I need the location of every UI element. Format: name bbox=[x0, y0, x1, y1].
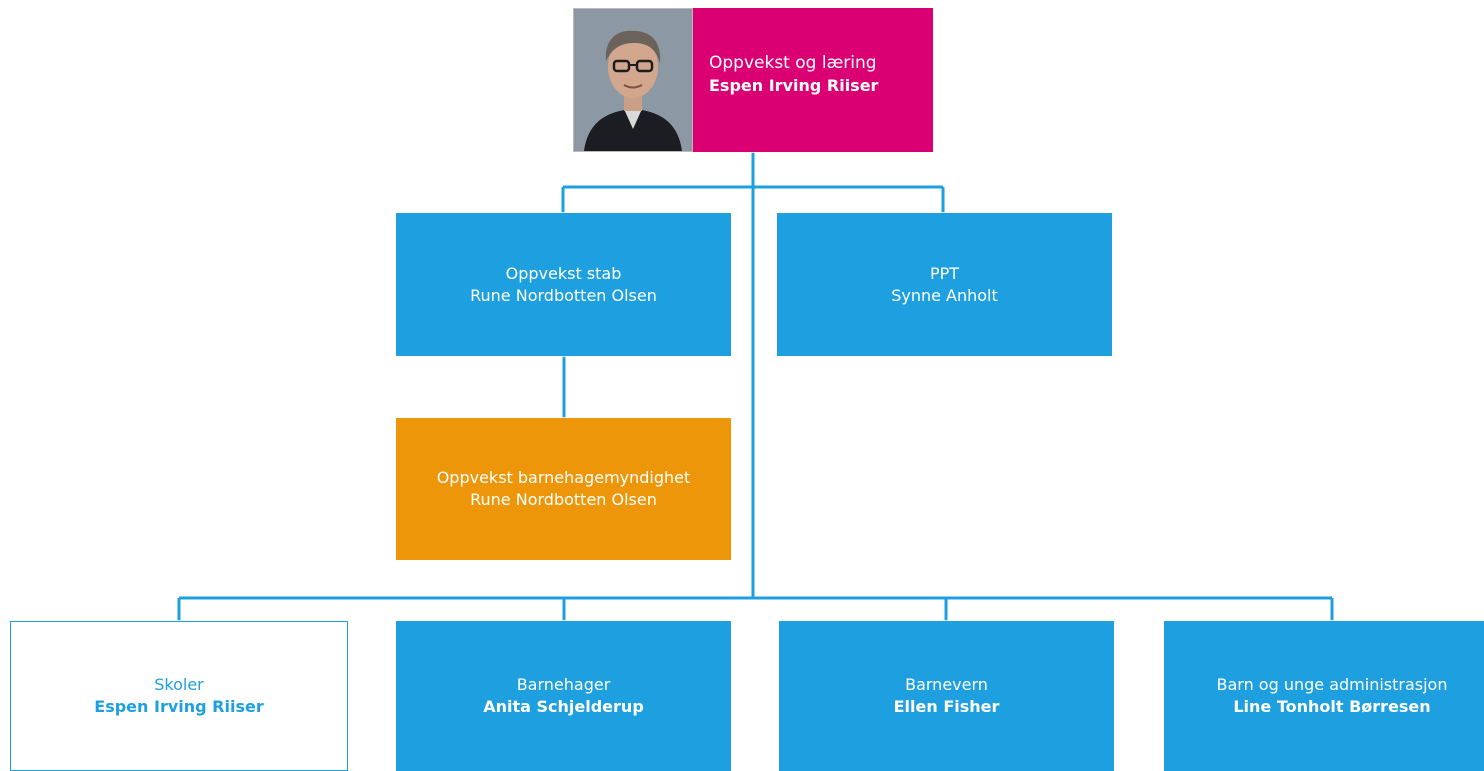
root-label: Oppvekst og læring Espen Irving Riiser bbox=[693, 8, 933, 152]
node-barnevern[interactable]: Barnevern Ellen Fisher bbox=[779, 621, 1114, 771]
node-barnehagemyndighet[interactable]: Oppvekst barnehagemyndighet Rune Nordbot… bbox=[396, 418, 731, 560]
node-leader-name: Espen Irving Riiser bbox=[94, 697, 264, 716]
leader-portrait-icon bbox=[573, 8, 693, 152]
node-unit-name: PPT bbox=[929, 263, 960, 283]
node-barnehager[interactable]: Barnehager Anita Schjelderup bbox=[396, 621, 731, 771]
node-leader-name: Anita Schjelderup bbox=[483, 697, 644, 716]
node-unit-name: Barn og unge administrasjon bbox=[1216, 675, 1448, 694]
node-leader-name: Rune Nordbotten Olsen bbox=[470, 285, 657, 305]
node-barn-og-unge-administrasjon[interactable]: Barn og unge administrasjon Line Tonholt… bbox=[1164, 621, 1484, 771]
node-unit-name: Barnevern bbox=[905, 675, 988, 694]
root-node[interactable]: Oppvekst og læring Espen Irving Riiser bbox=[573, 8, 933, 152]
node-ppt[interactable]: PPT Synne Anholt bbox=[777, 213, 1112, 356]
node-skoler[interactable]: Skoler Espen Irving Riiser bbox=[10, 621, 348, 771]
node-unit-name: Oppvekst barnehagemyndighet bbox=[436, 468, 691, 487]
node-unit-name: Barnehager bbox=[516, 675, 611, 694]
node-unit-name: Skoler bbox=[154, 675, 204, 694]
node-leader-name: Line Tonholt Børresen bbox=[1233, 697, 1431, 716]
node-oppvekst-stab[interactable]: Oppvekst stab Rune Nordbotten Olsen bbox=[396, 213, 731, 356]
node-unit-name: Oppvekst stab bbox=[505, 263, 622, 283]
root-leader-name: Espen Irving Riiser bbox=[709, 76, 879, 95]
root-unit-name: Oppvekst og læring bbox=[709, 53, 877, 73]
node-leader-name: Synne Anholt bbox=[891, 285, 998, 305]
node-leader-name: Ellen Fisher bbox=[893, 697, 1000, 716]
node-leader-name: Rune Nordbotten Olsen bbox=[470, 490, 657, 509]
